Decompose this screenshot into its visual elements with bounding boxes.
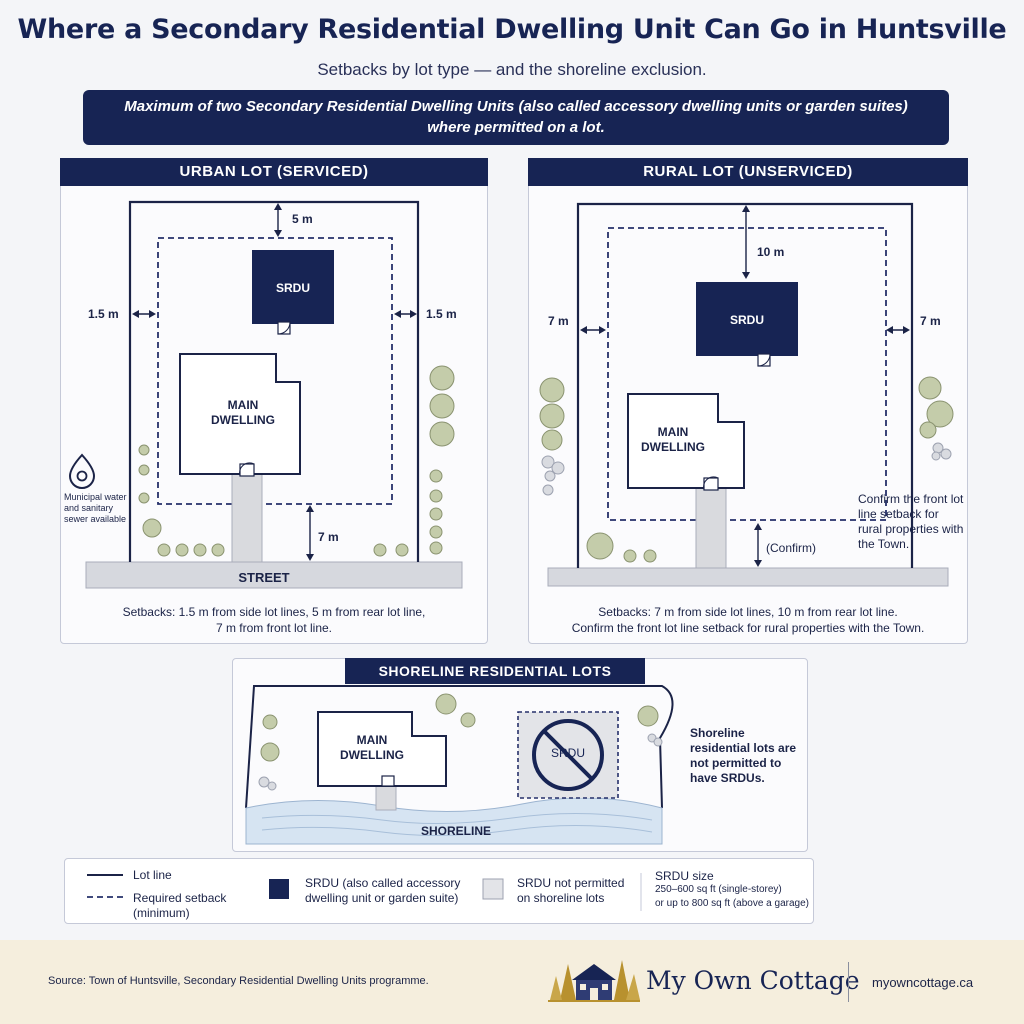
legend-lot-line: Lot line [133,868,172,882]
legend-srdu-size: SRDU size 250–600 sq ft (single-storey) … [655,869,809,909]
urban-front-setback-label: 7 m [318,530,339,544]
shoreline-not-permitted-note: Shoreline residential lots are not permi… [690,726,797,785]
footer [0,940,1024,1024]
shoreline-diagram [245,685,674,845]
urban-srdu-label: SRDU [275,281,310,295]
urban-rear-setback-label: 5 m [292,212,313,226]
urban-caption: Setbacks: 1.5 m from side lot lines, 5 m… [122,605,426,635]
rural-srdu-label: SRDU [729,313,764,327]
urban-main-dwelling-label: MAIN DWELLING [211,398,275,427]
rural-side-right-setback-label: 7 m [920,314,941,328]
rural-lot-panel: RURAL LOT (UNSERVICED) [528,158,968,644]
shoreline-heading: SHORELINE RESIDENTIAL LOTS [345,658,645,684]
rural-rear-setback-label: 10 m [757,245,785,259]
urban-lot-heading: URBAN LOT (SERVICED) [60,158,488,186]
door-icon [381,775,395,787]
page-title: Where a Secondary Residential Dwelling U… [17,14,1007,45]
urban-side-left-setback-label: 1.5 m [88,307,119,321]
rural-lot-heading: RURAL LOT (UNSERVICED) [528,158,968,186]
urban-services-note: Municipal water and sanitary sewer avail… [64,492,127,524]
legend: Lot line Required setback (minimum) SRDU… [64,858,814,924]
door-icon [277,321,291,335]
urban-lot-diagram [68,200,463,589]
footer-source: Source: Town of Huntsville, Secondary Re… [48,975,429,987]
cabin-logo-icon [548,960,640,1002]
door-icon [757,353,771,367]
street-label: STREET [238,570,290,585]
brand-name: My Own Cottage [646,966,860,995]
legend-srdu-not-permitted: SRDU not permitted on shoreline lots [517,876,625,905]
page-subtitle: Setbacks by lot type — and the shoreline… [317,60,707,79]
rock-icon [258,733,663,791]
footer-website[interactable]: myowncottage.ca [872,975,974,990]
tree-icon [138,365,455,557]
rural-confirm-note: Confirm the front lot line setback for r… [858,492,964,551]
legend-swatches [87,873,642,911]
legend-required-setback: Required setback (minimum) [133,891,227,920]
rural-caption: Setbacks: 7 m from side lot lines, 10 m … [571,605,925,635]
rural-main-dwelling-label: MAIN DWELLING [641,425,705,454]
door-icon [703,476,719,491]
shoreline-label: SHORELINE [420,824,491,838]
rural-front-setback-label: (Confirm) [766,541,816,555]
footer-divider [848,962,849,1002]
urban-side-right-setback-label: 1.5 m [426,307,457,321]
max-units-banner: Maximum of two Secondary Residential Dwe… [83,90,949,145]
door-icon [239,462,255,477]
rock-icon [541,442,952,496]
tree-icon [539,376,954,563]
shoreline-srdu-label: SRDU [550,746,585,760]
no-symbol-icon [532,719,604,791]
rural-lot-diagram [539,202,954,587]
legend-srdu: SRDU (also called accessory dwelling uni… [305,876,461,905]
rural-side-left-setback-label: 7 m [548,314,569,328]
tree-icon [260,693,659,762]
water-drop-icon [68,453,96,489]
shoreline-main-dwelling-label: MAIN DWELLING [340,733,404,762]
